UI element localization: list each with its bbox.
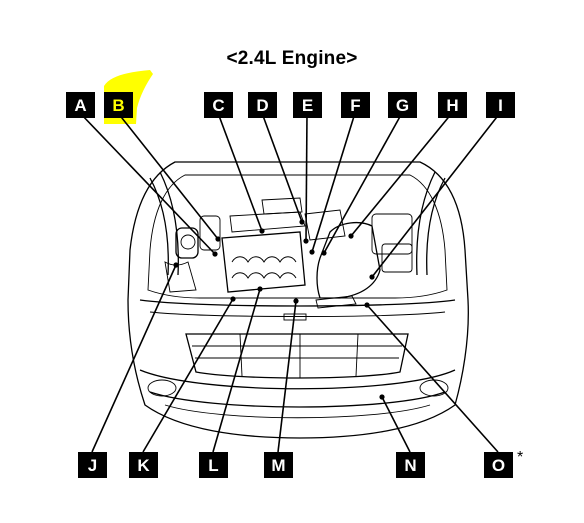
label-N: N [396,452,425,478]
label-B: B [104,92,133,118]
svg-text:C: C [212,96,224,115]
svg-text:G: G [396,96,409,115]
label-L: L [199,452,228,478]
label-M: M [264,452,293,478]
label-G: G [388,92,417,118]
leader-lines [79,112,501,453]
svg-text:B: B [112,96,124,115]
label-O: O * [484,449,523,478]
target-dots [173,219,385,400]
svg-text:J: J [88,456,97,475]
engine-bay-drawing [127,161,469,439]
label-D: D [248,92,277,118]
svg-text:L: L [208,456,218,475]
label-F: F [341,92,370,118]
label-A: A [66,92,95,118]
label-K: K [129,452,158,478]
svg-text:O: O [492,456,505,475]
label-E: E [293,92,322,118]
label-J: J [78,452,107,478]
label-O-note: * [517,449,523,466]
diagram-title: <2.4L Engine> [226,48,358,69]
svg-text:H: H [446,96,458,115]
label-I: I [486,92,515,118]
svg-text:M: M [271,456,285,475]
svg-text:D: D [256,96,268,115]
label-H: H [438,92,467,118]
svg-text:K: K [137,456,150,475]
svg-text:F: F [350,96,360,115]
svg-text:N: N [404,456,416,475]
label-C: C [204,92,233,118]
svg-text:A: A [74,96,86,115]
svg-text:E: E [302,96,313,115]
svg-text:I: I [498,96,503,115]
